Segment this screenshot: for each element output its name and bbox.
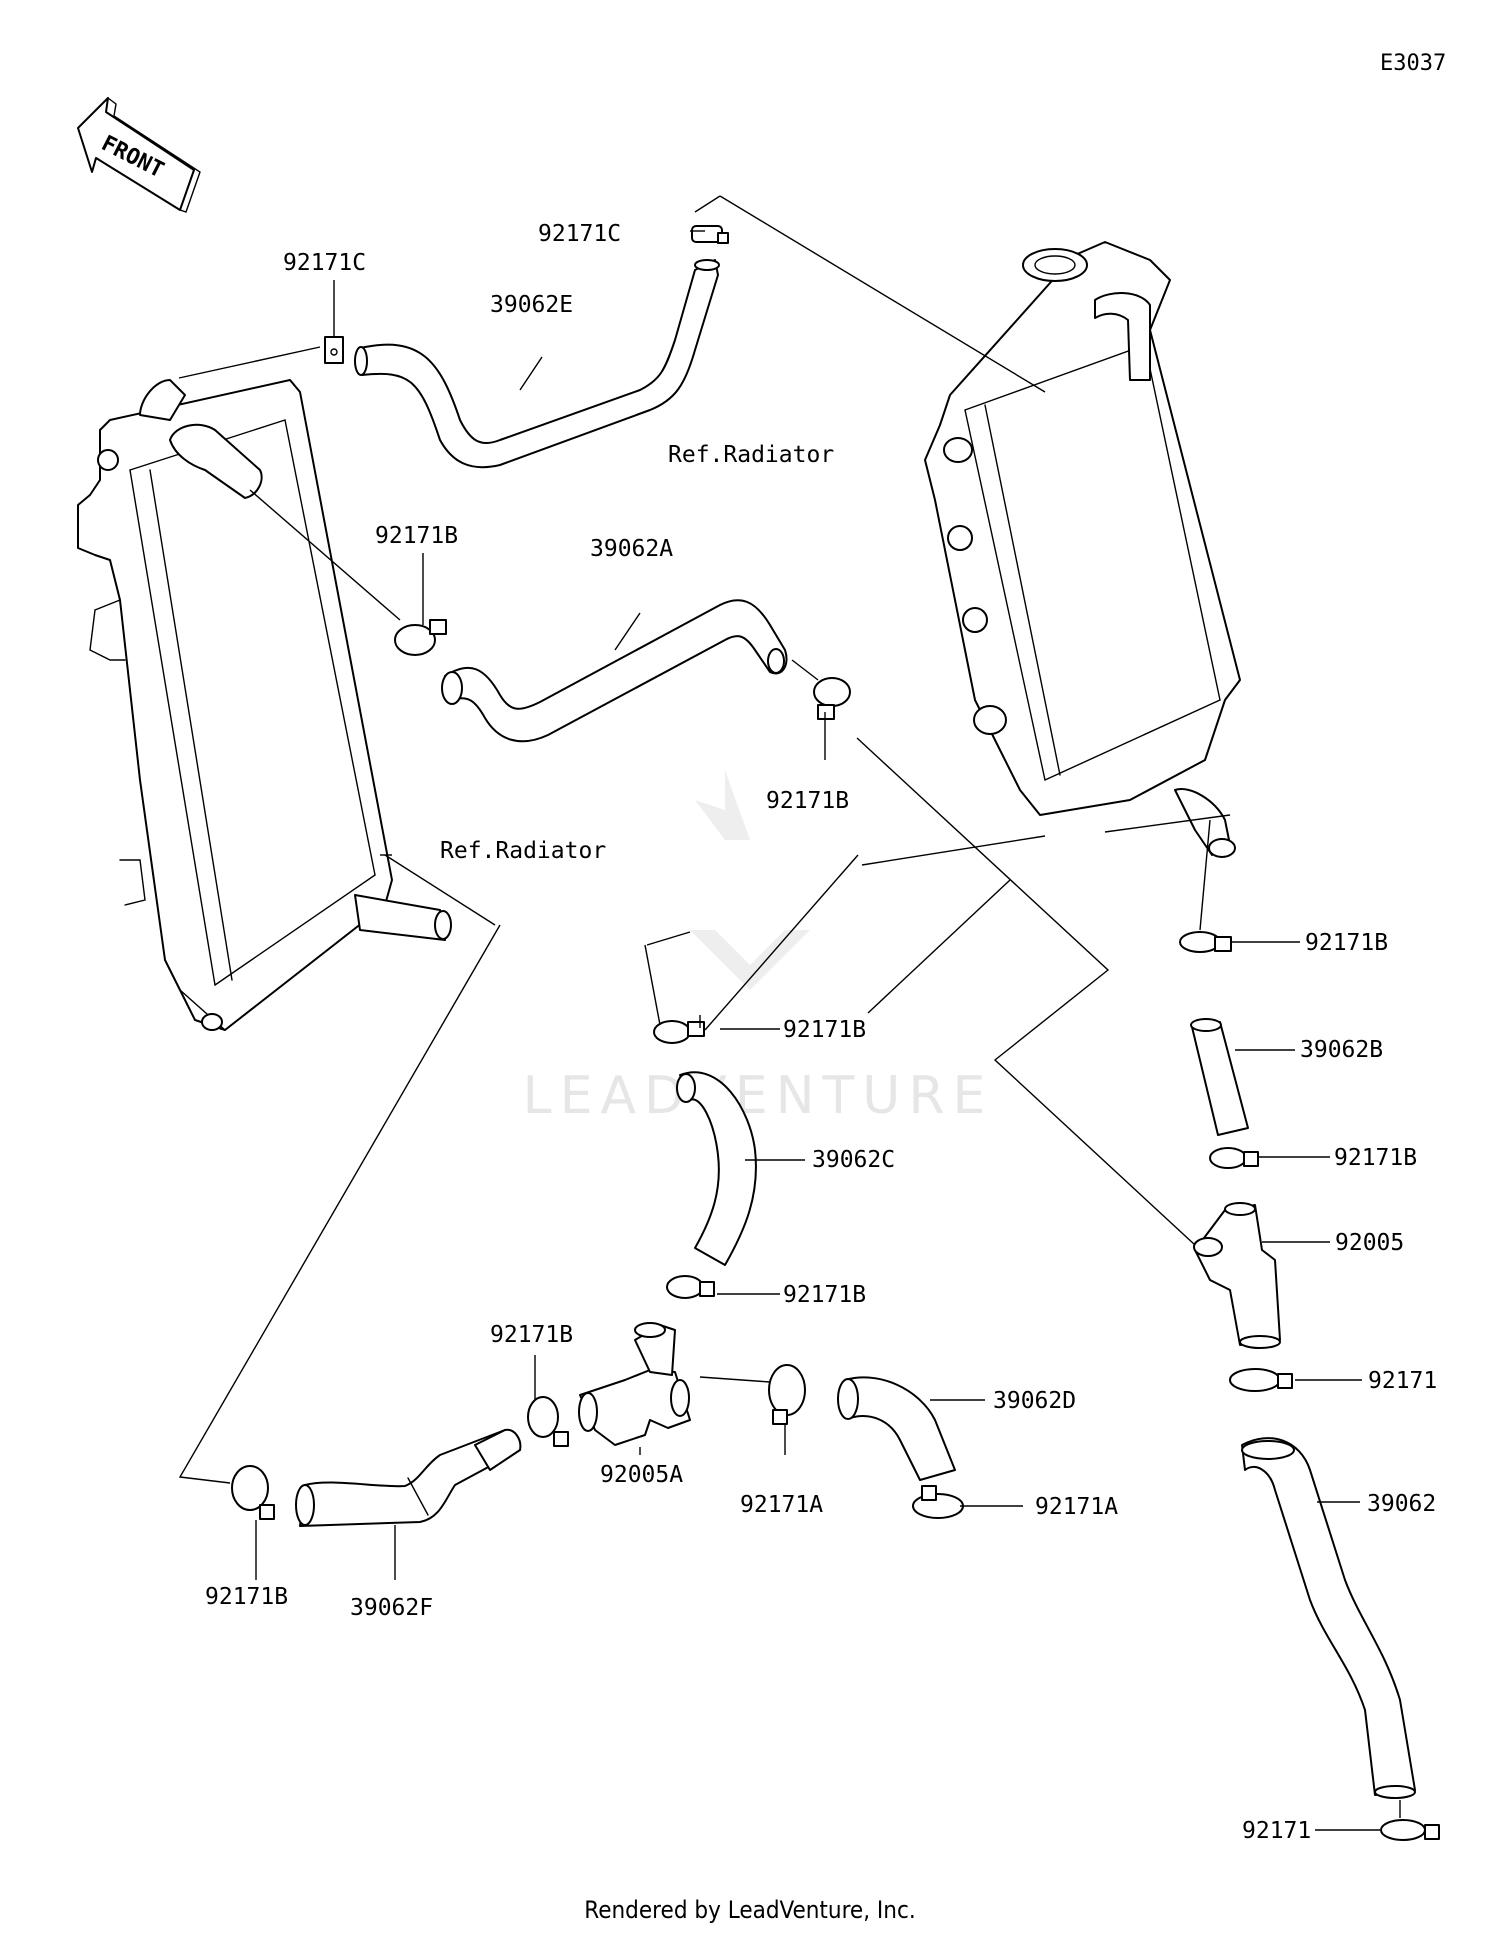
clamp-92171a-mid	[768, 1364, 806, 1425]
label-ref-radiator-left: Ref.Radiator	[440, 838, 606, 864]
tjoint-92005	[1193, 1202, 1281, 1349]
label-39062e: 39062E	[490, 292, 573, 318]
hose-39062e	[354, 259, 720, 469]
hose-39062	[1241, 1437, 1416, 1799]
label-92171b-mid-2: 92171B	[783, 1282, 866, 1308]
watermark: LEADVENTURE	[523, 770, 994, 1126]
clamp-92171b-right-2	[1209, 1147, 1259, 1169]
v-logo-icon	[690, 930, 810, 990]
label-92171b-upper-left: 92171B	[375, 523, 458, 549]
footer-credit: Rendered by LeadVenture, Inc.	[584, 1896, 916, 1924]
front-arrow-icon: FRONT	[77, 97, 201, 213]
flame-logo-icon	[695, 770, 750, 840]
label-92171-bottom: 92171	[1242, 1818, 1311, 1844]
hose-39062b	[1190, 1018, 1249, 1136]
hose-39062f	[295, 1428, 522, 1527]
label-ref-radiator-right: Ref.Radiator	[668, 442, 834, 468]
clamp-92171c-left	[324, 336, 344, 364]
clamp-92171b-lower-left	[231, 1465, 275, 1520]
label-39062c: 39062C	[812, 1147, 895, 1173]
label-39062: 39062	[1367, 1491, 1436, 1517]
left-radiator	[77, 379, 452, 1031]
right-radiator	[924, 241, 1241, 858]
clamps	[231, 225, 1440, 1841]
clamp-92171a-right	[912, 1485, 964, 1519]
clamp-92171b-left-joint	[527, 1396, 569, 1447]
label-92171c-left: 92171C	[283, 250, 366, 276]
clamp-92171b-upper-mid	[813, 677, 851, 720]
label-92171b-lower-left: 92171B	[205, 1584, 288, 1610]
label-39062d: 39062D	[993, 1388, 1076, 1414]
clamp-92171b-right-1	[1179, 931, 1232, 953]
label-92171b-right-1: 92171B	[1305, 930, 1388, 956]
clamp-92171c-mid	[691, 225, 729, 244]
label-92171b-left-joint: 92171B	[490, 1322, 573, 1348]
label-92005a: 92005A	[600, 1462, 683, 1488]
label-39062a: 39062A	[590, 536, 673, 562]
sheet-id: E3037	[1380, 51, 1446, 76]
hose-39062a	[441, 599, 788, 743]
label-92171b-upper-mid: 92171B	[766, 788, 849, 814]
label-92171a-mid: 92171A	[740, 1492, 823, 1518]
label-39062f: 39062F	[350, 1595, 433, 1621]
watermark-text: LEADVENTURE	[523, 1066, 994, 1126]
label-92005: 92005	[1335, 1230, 1404, 1256]
leader-lines	[178, 195, 1401, 1831]
label-92171-right: 92171	[1368, 1368, 1437, 1394]
part-labels: 92171C 92171C 39062E Ref.Radiator 92171B…	[205, 221, 1437, 1844]
clamp-92171b-mid-2	[666, 1275, 715, 1299]
clamp-92171b-upper-left	[394, 619, 447, 656]
clamp-92171-right	[1229, 1368, 1293, 1392]
hose-39062c	[676, 1071, 757, 1266]
label-92171c-mid: 92171C	[538, 221, 621, 247]
clamp-92171b-mid-1	[653, 1020, 705, 1044]
clamp-92171-bottom	[1380, 1819, 1440, 1841]
label-92171b-right-2: 92171B	[1334, 1145, 1417, 1171]
label-92171a-right: 92171A	[1035, 1494, 1118, 1520]
label-92171b-mid-1: 92171B	[783, 1017, 866, 1043]
tjoint-92005a	[578, 1322, 691, 1446]
hose-39062d	[837, 1376, 956, 1481]
label-39062b: 39062B	[1300, 1037, 1383, 1063]
